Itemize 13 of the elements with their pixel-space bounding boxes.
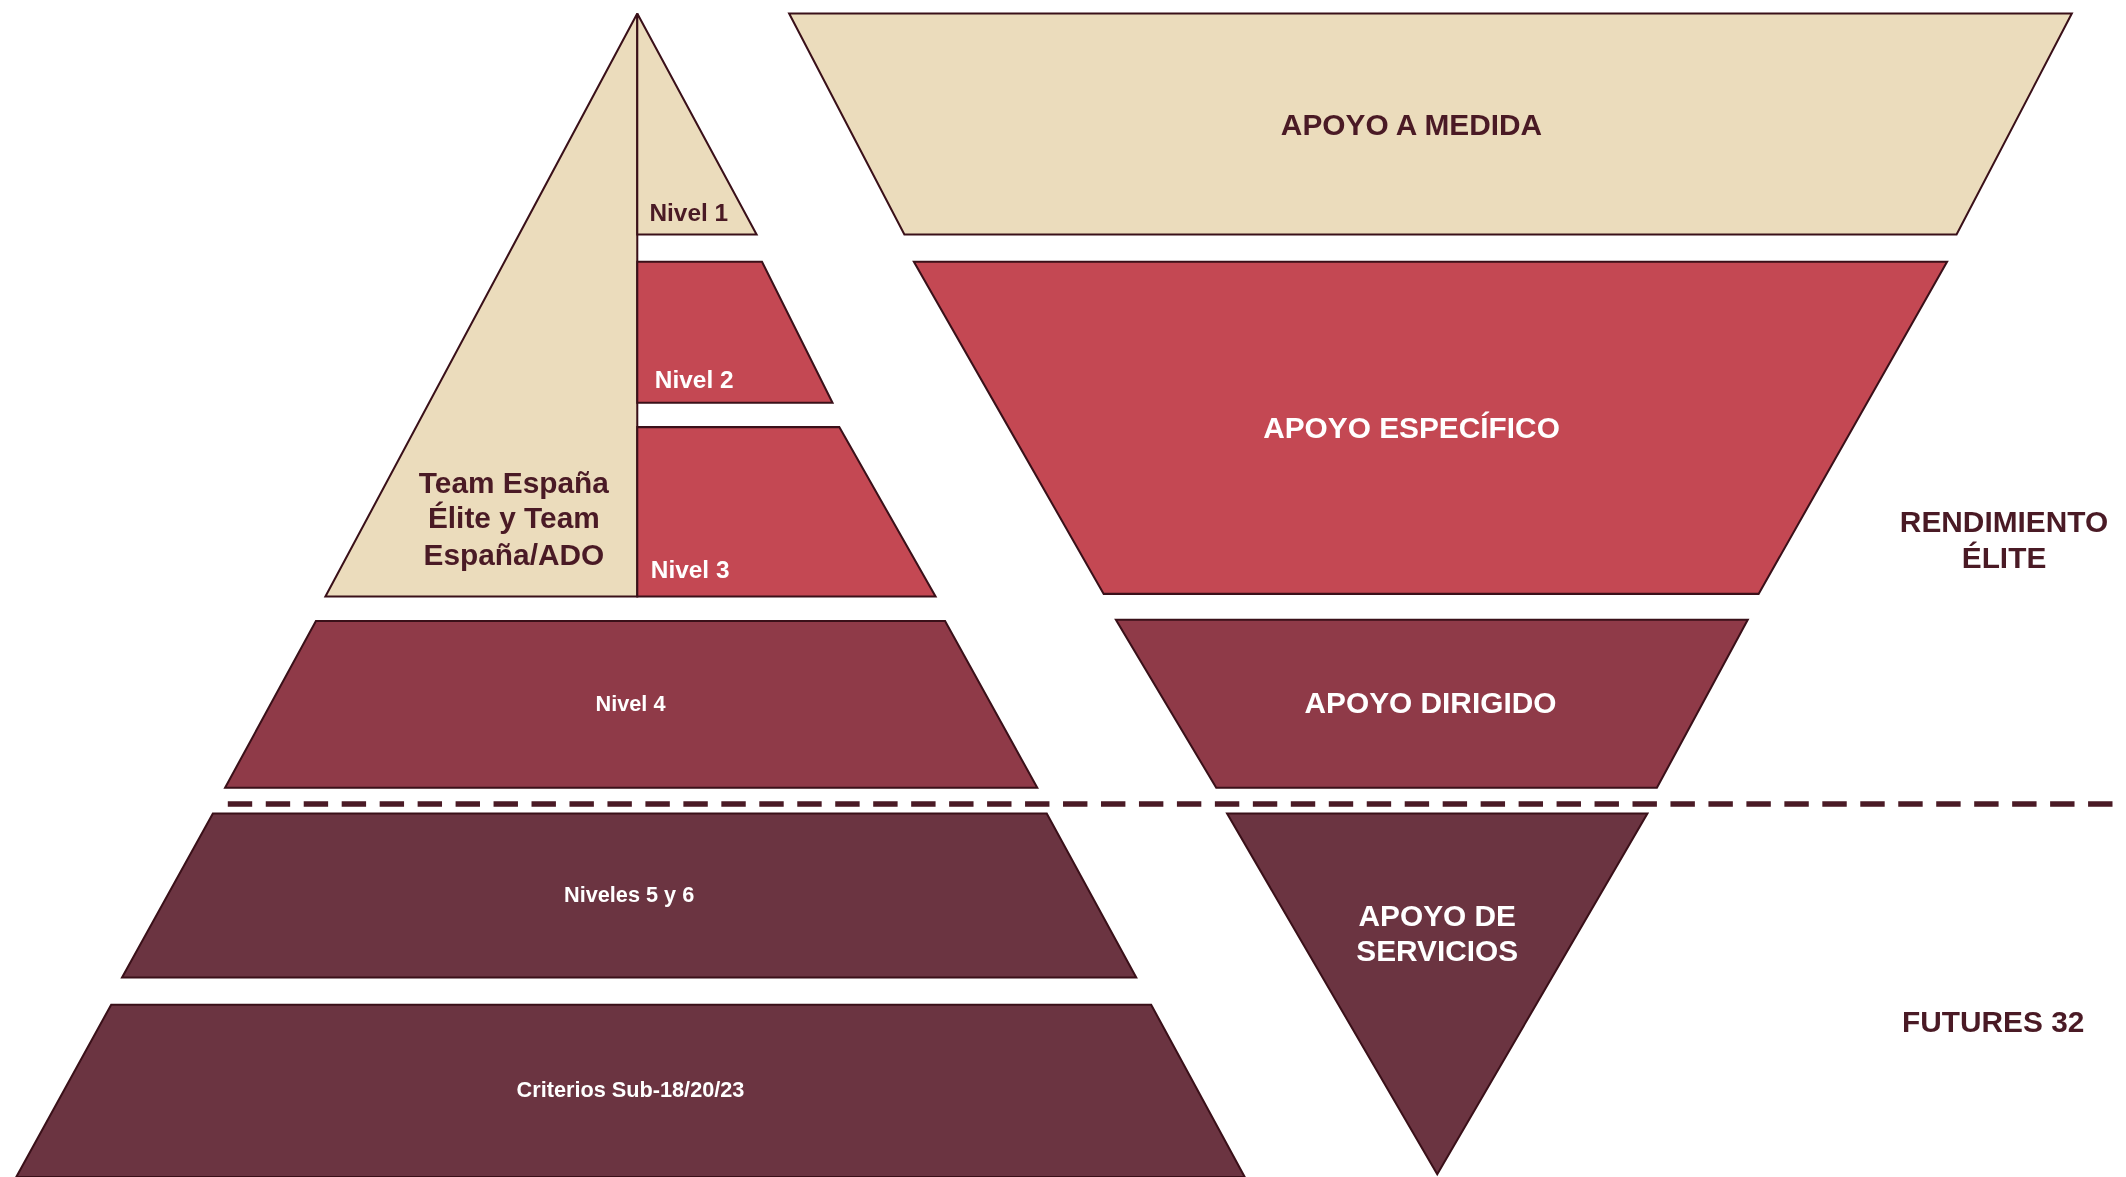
tier-label: APOYO ESPECÍFICO [1263,410,1560,447]
tier-label: Nivel 2 [654,366,734,396]
tier-label: Criterios Sub-18/20/23 [516,1077,745,1104]
tier-label: Nivel 3 [650,556,730,586]
tier-label: APOYO A MEDIDA [1280,108,1543,144]
tier-label: Nivel 1 [649,199,729,229]
tier-label: APOYO DIRIGIDO [1304,685,1557,722]
tier-label: Niveles 5 y 6 [564,882,695,908]
tier-label: Team España Élite y Team España/ADO [417,465,610,573]
section-label: FUTURES 32 [1902,1004,2085,1041]
section-label: RENDIMIENTO ÉLITE [1898,505,2110,577]
tier-label: Nivel 4 [595,691,666,717]
tier-label: APOYO DE SERVICIOS [1355,898,1520,970]
